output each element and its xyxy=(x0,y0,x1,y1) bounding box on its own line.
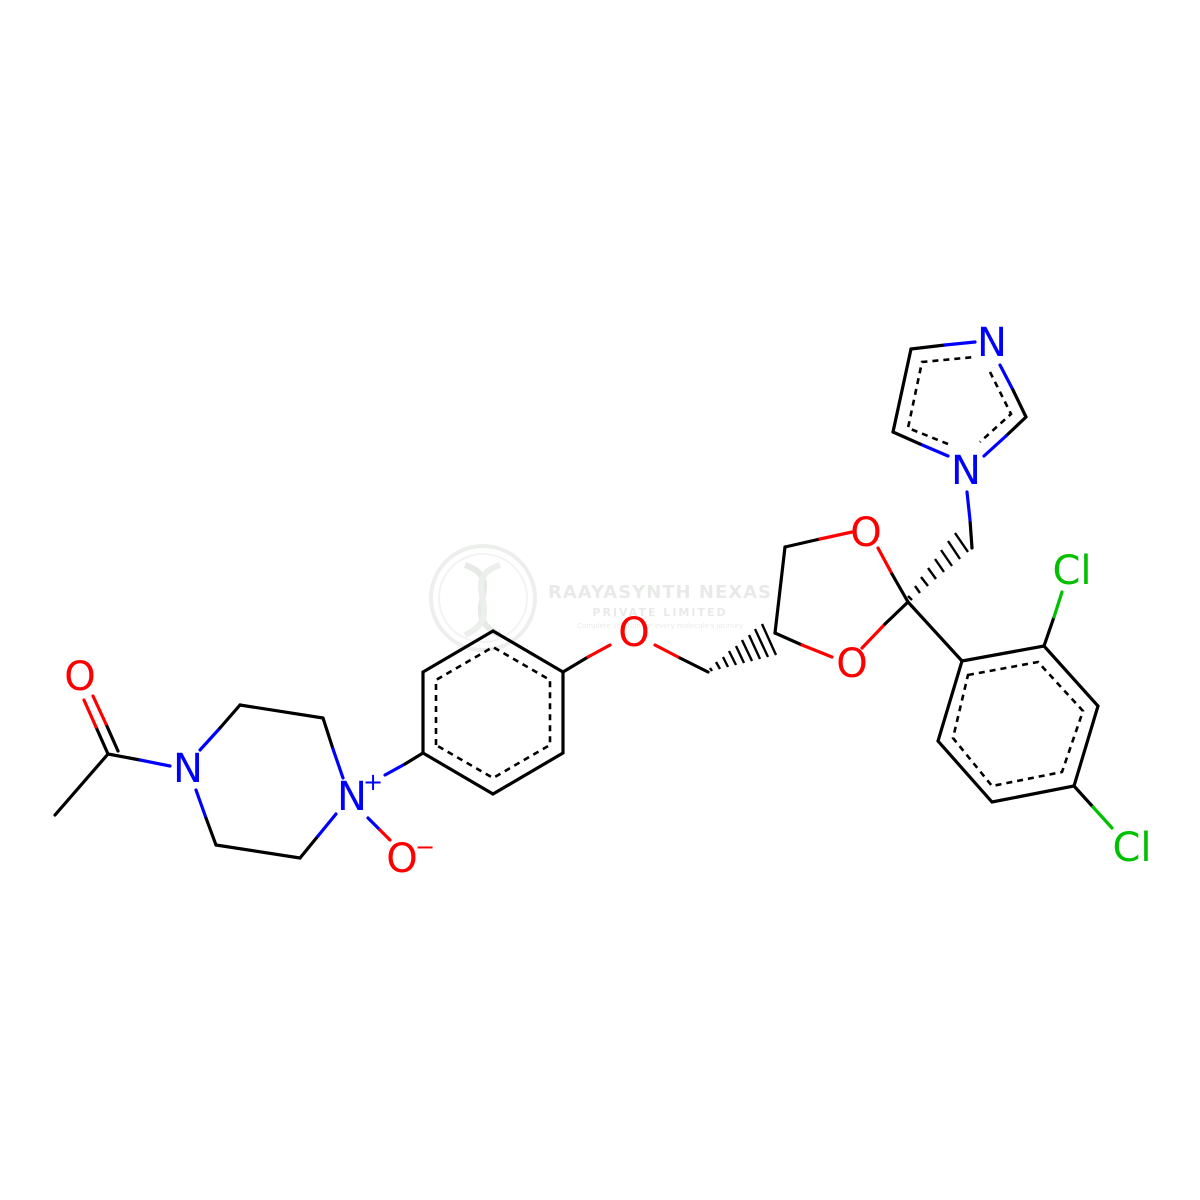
atom-oxide-nitrogen: N xyxy=(337,774,367,820)
aryl-linker xyxy=(906,600,964,663)
atom-chlorine-para: Cl xyxy=(1112,825,1151,871)
watermark-logo: RAAYASYNTH NEXAS PRIVATE LIMITED Complet… xyxy=(429,544,772,652)
atom-oxide-oxygen: O xyxy=(386,836,417,882)
watermark-name: RAAYASYNTH NEXAS xyxy=(548,582,772,603)
piperazine-ring xyxy=(194,703,425,860)
atom-ring-oxygen-top: O xyxy=(850,510,881,556)
atom-ether-oxygen: O xyxy=(618,610,649,656)
atom-amide-nitrogen: N xyxy=(173,746,203,792)
atom-oxide-oxygen-charge: − xyxy=(415,833,435,861)
hashed-wedge-bond-2 xyxy=(907,532,969,601)
acetyl-group xyxy=(53,694,172,817)
atom-chlorine-ortho: Cl xyxy=(1052,548,1091,594)
imidazole-ring xyxy=(891,340,1028,458)
watermark-tagline: Complete solution for every molecule's j… xyxy=(577,622,743,630)
atom-imidazole-n3: N xyxy=(977,320,1007,366)
phenyl-ring-central xyxy=(421,629,710,796)
watermark-subtitle: PRIVATE LIMITED xyxy=(592,606,727,619)
dichlorophenyl-ring xyxy=(936,590,1114,830)
atom-ring-oxygen-bottom: O xyxy=(836,641,867,687)
atom-carbonyl-oxygen: O xyxy=(64,654,95,700)
hashed-wedge-bond-1 xyxy=(709,623,778,672)
imidazole-linker xyxy=(965,490,974,550)
atom-oxide-nitrogen-charge: + xyxy=(363,768,383,796)
dioxolane-ring xyxy=(773,530,910,659)
atom-imidazole-n1: N xyxy=(951,448,981,494)
